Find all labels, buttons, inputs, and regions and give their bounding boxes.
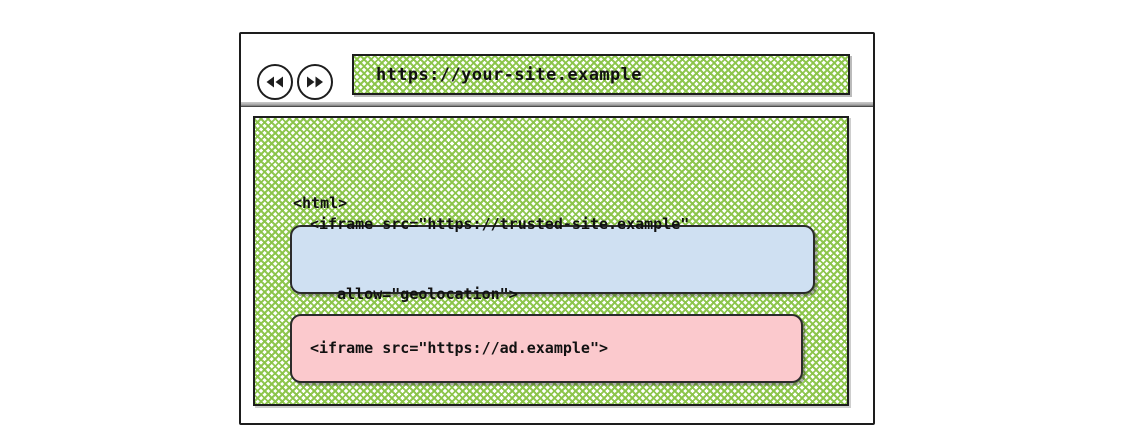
rewind-double-left-triangle-icon: [264, 75, 286, 89]
code-line-html-tag: <html>: [293, 193, 348, 212]
iframe-ad-code: <iframe src="https://ad.example">: [292, 290, 608, 406]
iframe-trusted-site[interactable]: <iframe src="https://trusted-site.exampl…: [290, 215, 815, 303]
toolbar-separator: [241, 102, 873, 107]
iframe-trusted-code-line-1: <iframe src="https://trusted-site.exampl…: [310, 215, 690, 233]
iframe-ad-code-line-1: <iframe src="https://ad.example">: [310, 338, 609, 357]
fast-forward-double-right-triangle-icon: [304, 75, 326, 89]
back-button[interactable]: [257, 64, 293, 100]
iframe-trusted-code: <iframe src="https://trusted-site.exampl…: [292, 167, 689, 353]
page-content-area: <html> // your-site.example code <iframe…: [253, 116, 849, 406]
url-address-bar[interactable]: https://your-site.example: [352, 54, 850, 95]
browser-window: https://your-site.example <html> // your…: [239, 32, 875, 425]
browser-toolbar: https://your-site.example: [241, 34, 873, 102]
forward-button[interactable]: [297, 64, 333, 100]
iframe-ad-site[interactable]: <iframe src="https://ad.example">: [290, 314, 803, 383]
url-text: https://your-site.example: [376, 64, 642, 85]
iframe-trusted-code-line-2: allow="geolocation">: [310, 284, 518, 303]
